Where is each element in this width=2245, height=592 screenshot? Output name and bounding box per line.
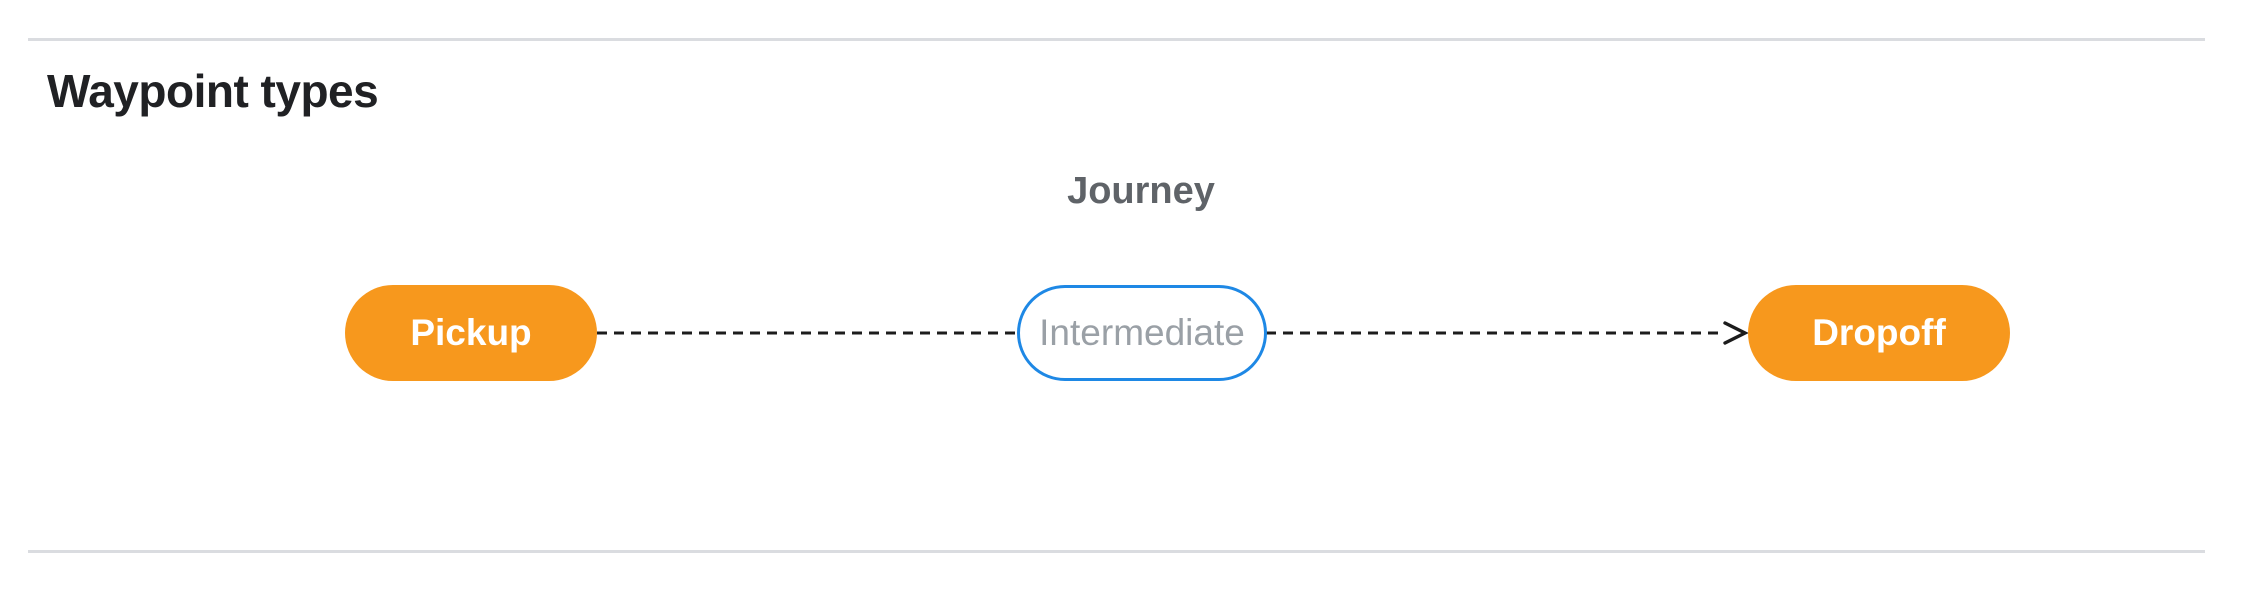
node-dropoff: Dropoff — [1748, 285, 2010, 381]
node-pickup: Pickup — [345, 285, 597, 381]
node-intermediate: Intermediate — [1017, 285, 1267, 381]
section-title: Waypoint types — [47, 65, 379, 117]
arrowhead-icon — [1723, 321, 1749, 345]
journey-edge-label: Journey — [1067, 170, 1215, 212]
bottom-divider — [28, 550, 2205, 553]
top-divider — [28, 38, 2205, 41]
